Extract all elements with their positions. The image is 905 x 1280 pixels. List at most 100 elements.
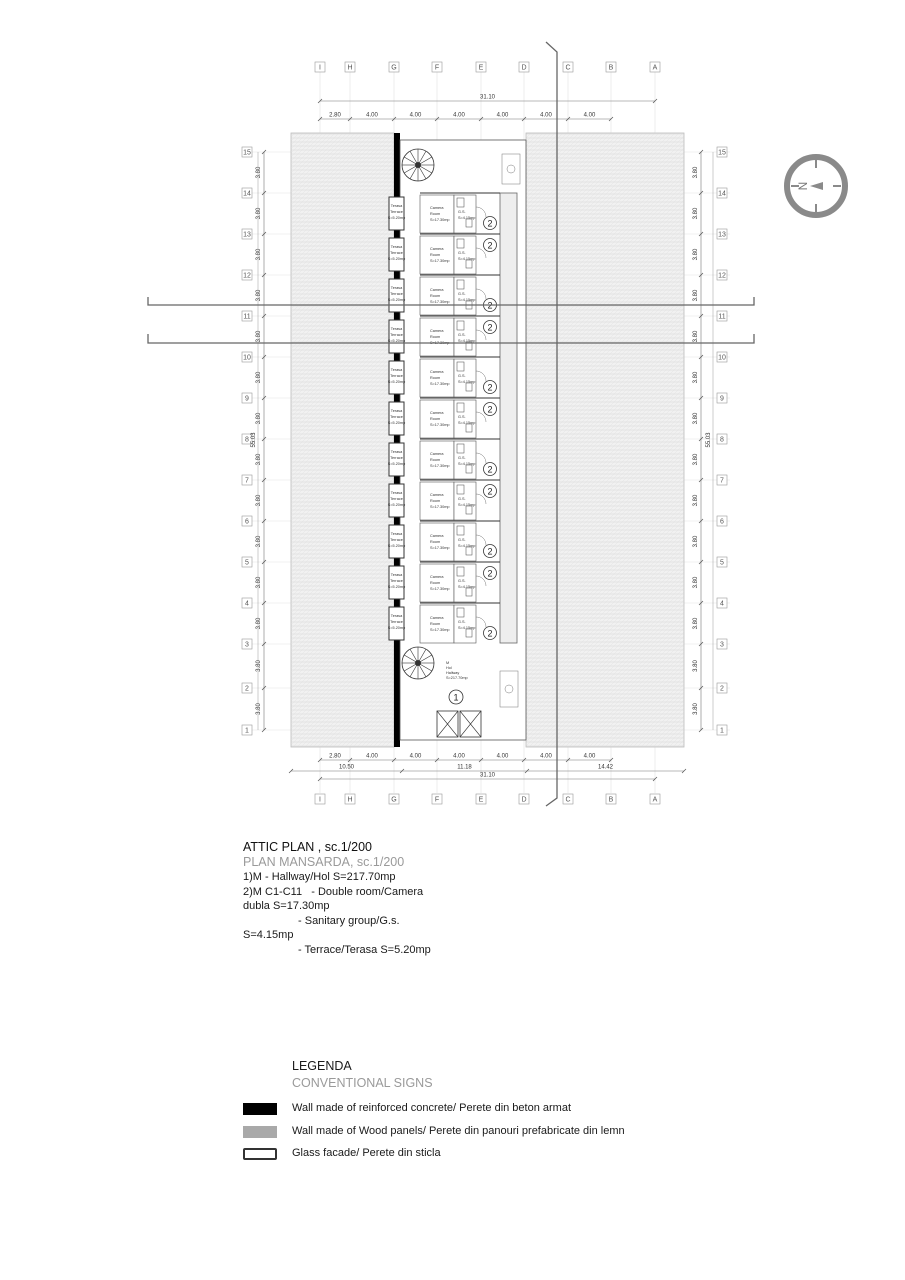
room-label: Room	[430, 622, 440, 626]
room-label: Camera	[430, 247, 444, 251]
room-marker-circle	[483, 216, 497, 230]
grid-bubble	[716, 515, 728, 527]
toilet	[465, 423, 473, 433]
room-label: Camera	[430, 493, 444, 497]
bottom-span-dimension-label: 4.00	[453, 754, 465, 760]
terrace	[388, 442, 405, 477]
lounge-furniture	[501, 153, 521, 185]
top-span-dimension-tick	[391, 116, 397, 122]
description-line: dubla S=17.30mp	[243, 900, 330, 912]
sanitary-group	[453, 276, 477, 316]
sanitary-group	[453, 194, 477, 234]
room-label: S=17.30mp	[430, 546, 450, 550]
row-dimension-label: 3.80	[693, 703, 699, 715]
overall-height-dimension-label: 55.03	[251, 432, 257, 448]
row-dimension-label: 3.80	[693, 576, 699, 588]
grid-row-label: 4	[720, 601, 724, 608]
overall-width-dimension-top-tick	[652, 98, 658, 104]
bedroom	[419, 399, 455, 439]
grid-bubble	[475, 793, 487, 805]
room-marker-circle	[483, 566, 497, 580]
row-dimension-tick	[698, 354, 704, 360]
top-span-dimension-label: 2.80	[329, 113, 341, 119]
roof-surface-east	[525, 132, 685, 748]
toilet	[465, 505, 473, 515]
hall-label: Hol	[446, 666, 452, 670]
plan-description: ATTIC PLAN , sc.1/200 PLAN MANSARDA, sc.…	[243, 840, 431, 957]
room-marker-circle	[483, 484, 497, 498]
terrace-label: Terasa	[391, 409, 403, 413]
overall-width-dimension-bottom-tick	[652, 776, 658, 782]
row-dimension-tick	[261, 685, 267, 691]
description-line: - Terrace/Terasa S=5.20mp	[243, 943, 431, 956]
grid-bubble	[562, 61, 574, 73]
terrace	[388, 360, 405, 395]
row-dimension-tick	[261, 641, 267, 647]
shower	[456, 361, 465, 372]
row-dimension-tick	[698, 272, 704, 278]
plan-subtitle: PLAN MANSARDA, sc.1/200	[243, 854, 405, 869]
room-label: S=17.30mp	[430, 259, 450, 263]
grid-row-label: 9	[720, 396, 724, 403]
room-label: S=17.30mp	[430, 505, 450, 509]
sanitary-label: S=4.15mp	[458, 298, 475, 302]
toilet	[465, 382, 473, 392]
shower	[456, 197, 465, 208]
grid-bubble	[716, 433, 728, 445]
grid-row-label: 14	[718, 191, 726, 198]
room-marker-label: 2	[487, 383, 492, 393]
grid-bubble	[241, 433, 253, 445]
overall-height-dimension-label: 55.03	[706, 432, 712, 448]
sanitary-label: G.S.	[458, 620, 466, 624]
bottom-segment-dimension-tick	[288, 768, 294, 774]
toilet	[465, 341, 473, 351]
legend-label: Glass facade/ Perete din sticla	[292, 1147, 441, 1159]
hall-table	[504, 684, 514, 694]
grid-row-label: 9	[245, 396, 249, 403]
top-span-dimension-tick	[347, 116, 353, 122]
grid-row-label: 8	[720, 437, 724, 444]
row-dimension-tick	[261, 190, 267, 196]
bedroom	[419, 276, 455, 316]
grid-column-label: G	[391, 797, 396, 804]
terrace-label: Terrace	[390, 251, 403, 255]
grid-column-label: F	[435, 65, 439, 72]
sanitary-label: G.S.	[458, 538, 466, 542]
door-swing	[475, 247, 487, 259]
room-label: Room	[430, 417, 440, 421]
grid-bubble	[716, 269, 728, 281]
row-dimension-label: 3.80	[693, 412, 699, 424]
room-module: TerasaTerraceS=5.20mpCameraRoomS=17.30mp…	[388, 520, 500, 562]
room-label: S=17.30mp	[430, 423, 450, 427]
terrace-label: Terasa	[391, 614, 403, 618]
row-dimension-label: 3.80	[256, 535, 262, 547]
grid-bubble	[431, 61, 443, 73]
plan-title: ATTIC PLAN , sc.1/200	[243, 840, 372, 854]
grid-column-label: A	[653, 65, 658, 72]
grid-row-label: 14	[243, 191, 251, 198]
terrace-label: S=5.20mp	[388, 626, 405, 630]
stair-newel	[415, 162, 421, 168]
grid-bubble	[649, 793, 661, 805]
room-marker-label: 2	[487, 323, 492, 333]
bottom-segment-dimension-tick	[681, 768, 687, 774]
bottom-span-dimension-label: 4.00	[497, 754, 509, 760]
section-cut-horizontal	[147, 297, 755, 306]
row-dimension-tick	[261, 395, 267, 401]
hall-label: Hallway	[446, 671, 459, 675]
grid-bubble	[716, 724, 728, 736]
terrace-label: Terrace	[390, 456, 403, 460]
terrace-label: Terrace	[390, 374, 403, 378]
terrace-label: Terasa	[391, 286, 403, 290]
row-dimension-tick	[261, 559, 267, 565]
row-dimension-tick	[261, 149, 267, 155]
row-dimension-tick	[261, 436, 267, 442]
sanitary-label: G.S.	[458, 579, 466, 583]
room-label: Room	[430, 253, 440, 257]
top-span-dimension-tick	[478, 116, 484, 122]
grid-column-label: C	[565, 65, 570, 72]
grid-row-label: 7	[245, 478, 249, 485]
row-dimension-label: 3.80	[693, 617, 699, 629]
sanitary-label: S=4.15mp	[458, 503, 475, 507]
